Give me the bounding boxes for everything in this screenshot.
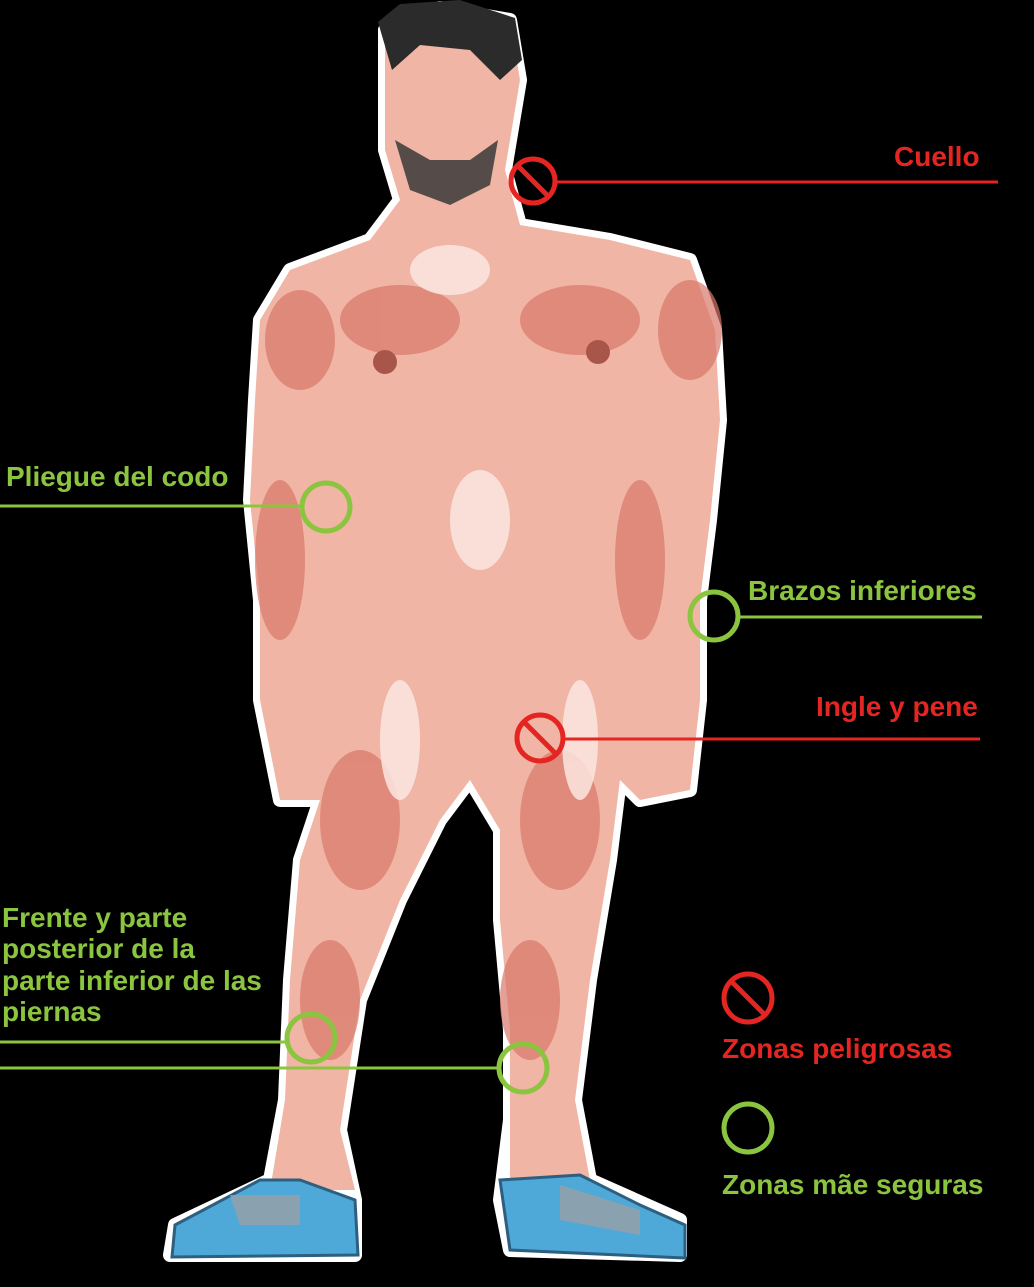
leader-lines bbox=[0, 180, 998, 1070]
safe-marker-elbow bbox=[299, 480, 353, 534]
safe-marker-lower-arm bbox=[687, 589, 741, 643]
label-lower-legs: Frente y parte posterior de la parte inf… bbox=[2, 902, 262, 1028]
legend-danger-label: Zonas peligrosas bbox=[722, 1033, 953, 1064]
label-groin: Ingle y pene bbox=[816, 691, 978, 722]
label-elbow-crease: Pliegue del codo bbox=[6, 461, 229, 492]
legend-prohibited-circle-icon bbox=[721, 971, 775, 1025]
danger-marker-neck bbox=[508, 156, 558, 206]
safe-marker-lower-leg-front bbox=[284, 1011, 338, 1065]
safe-marker-lower-leg-back bbox=[496, 1041, 550, 1095]
label-neck: Cuello bbox=[894, 141, 980, 172]
legend-safe-label: Zonas mãe seguras bbox=[722, 1169, 984, 1200]
label-lower-arms: Brazos inferiores bbox=[748, 575, 977, 606]
danger-marker-groin bbox=[514, 712, 566, 764]
legend-open-circle-icon bbox=[721, 1101, 775, 1155]
human-figure-illustration bbox=[163, 0, 727, 1262]
